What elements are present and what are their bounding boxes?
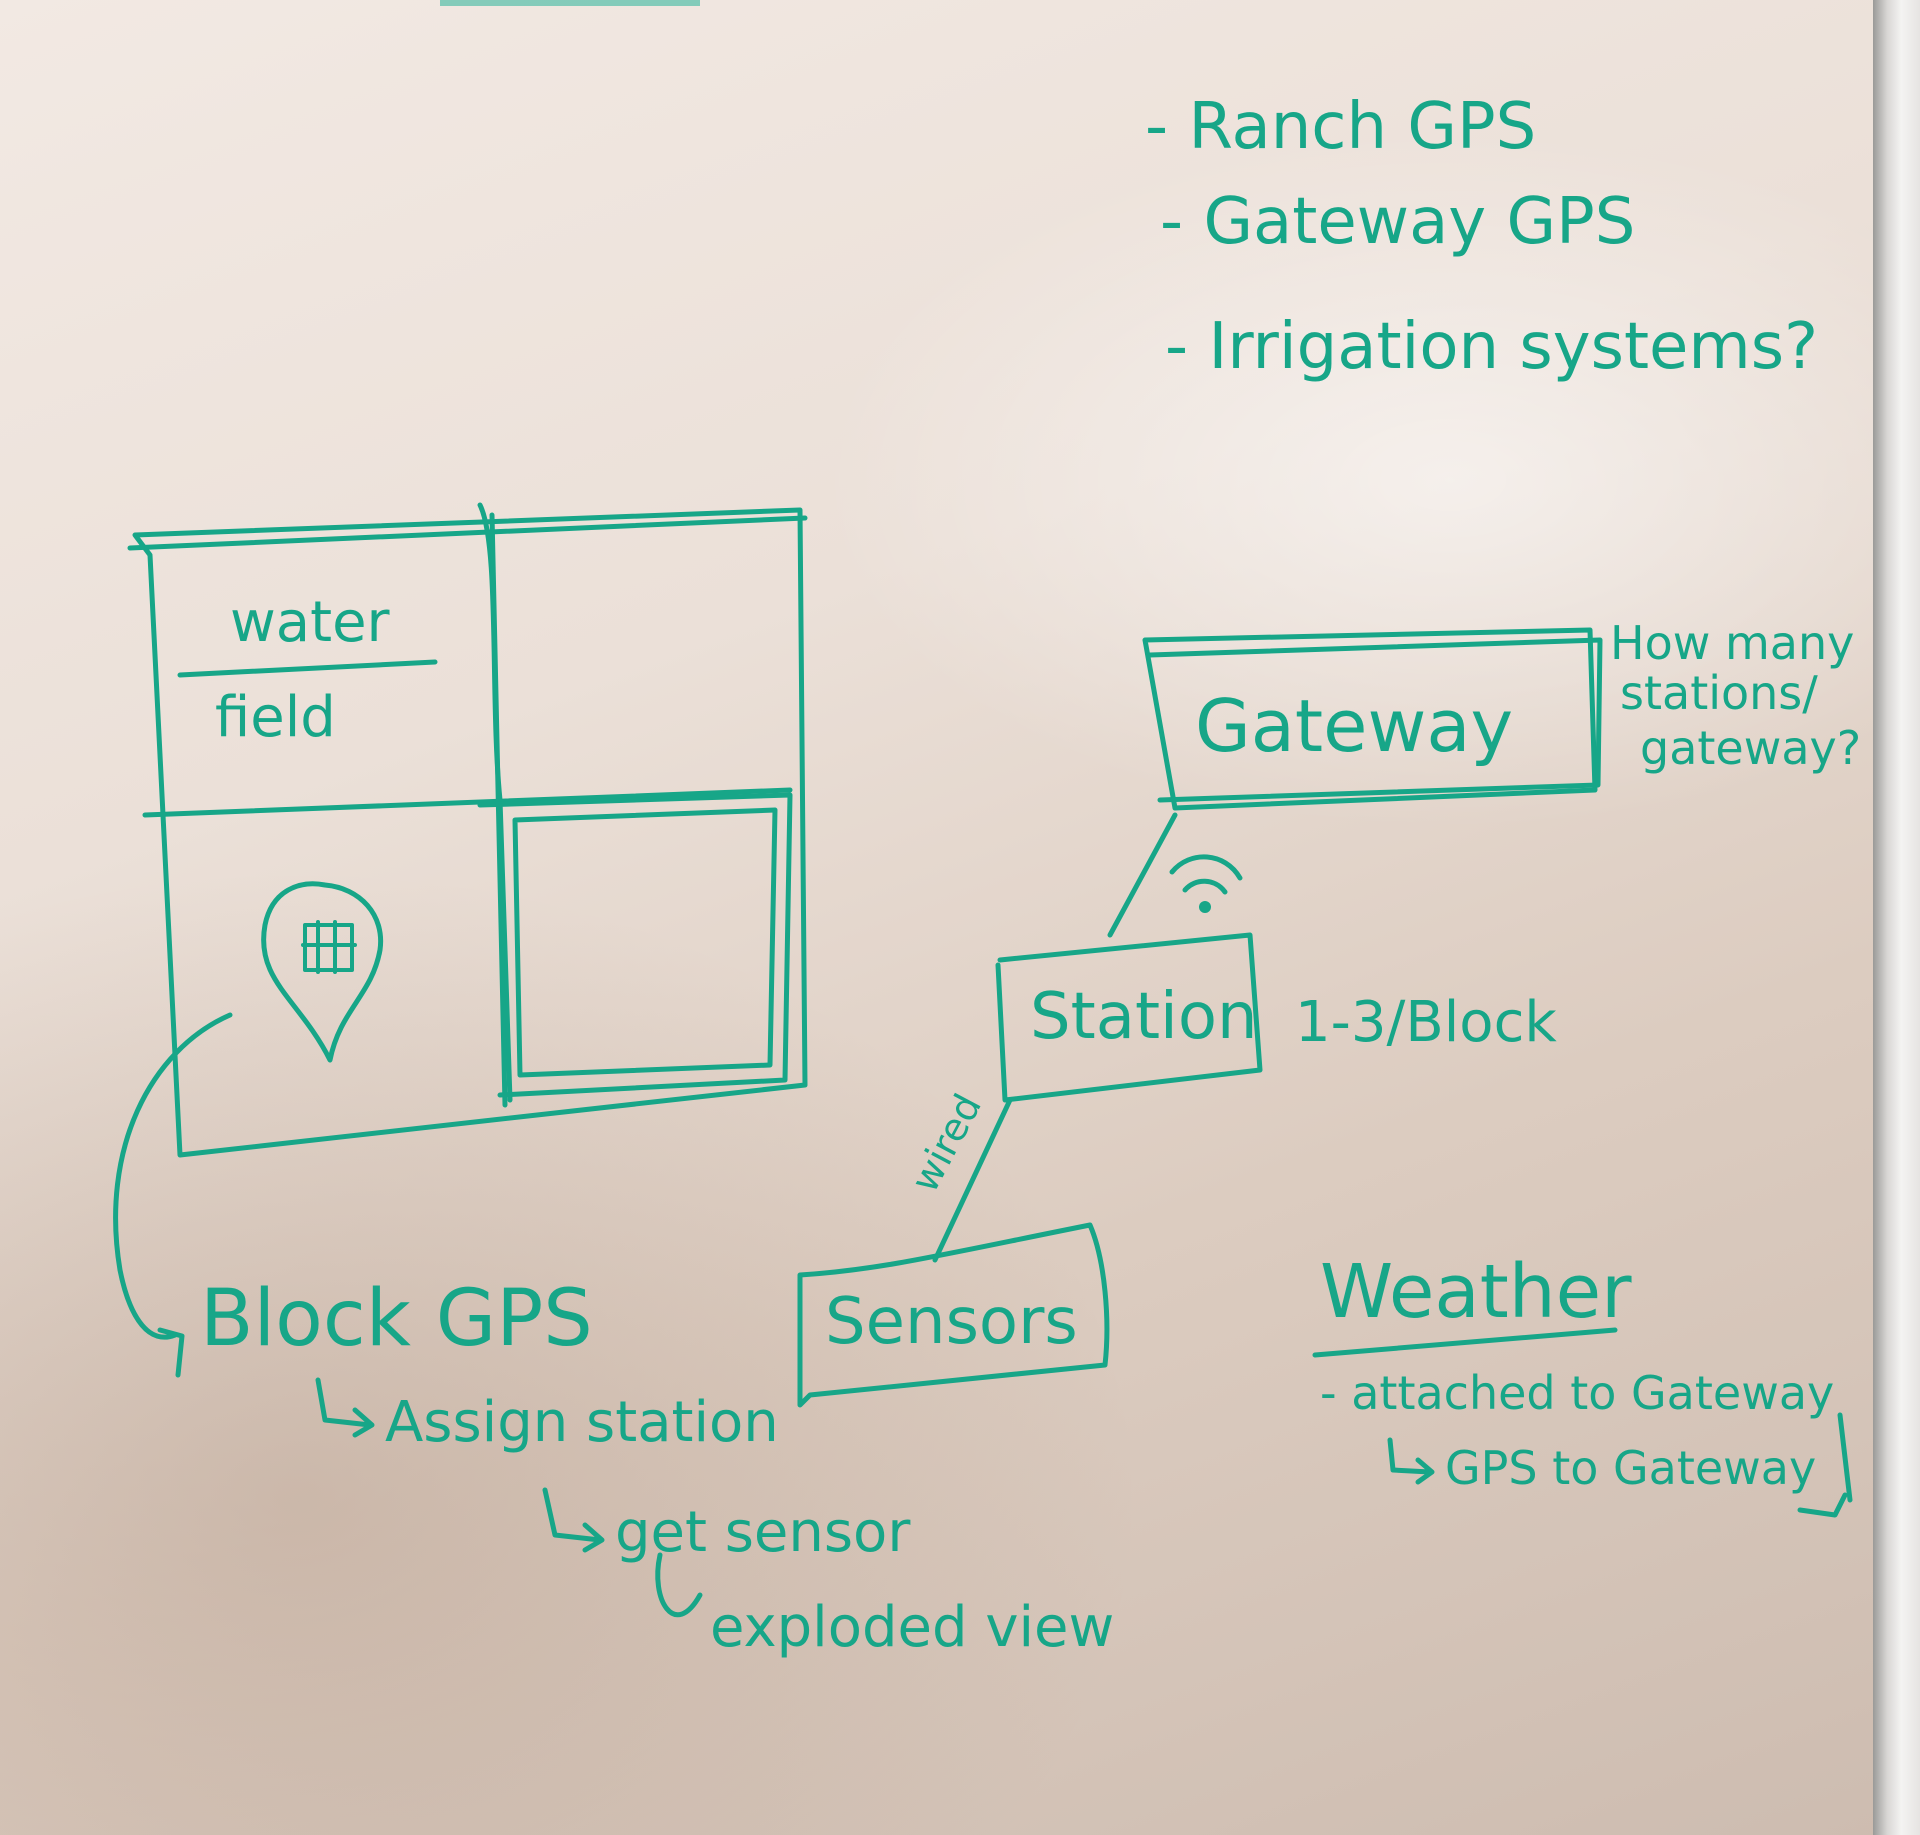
- get-sensor-text: get sensor: [615, 1500, 911, 1565]
- sensors-label: Sensors: [825, 1285, 1078, 1359]
- station-ratio: 1-3/Block: [1295, 990, 1557, 1055]
- location-pin-icon: [261, 881, 384, 1063]
- exploded-arrow: [655, 1552, 703, 1618]
- get-sensor-arrow: [542, 1487, 605, 1553]
- gateway-station-link: [1107, 812, 1178, 938]
- weather-line1: - attached to Gateway: [1320, 1366, 1835, 1420]
- gateway-box: [1142, 627, 1603, 811]
- list-item-gateway-gps: - Gateway GPS: [1160, 185, 1636, 259]
- list-item-irrigation-systems: - Irrigation systems?: [1165, 310, 1819, 384]
- wireless-signal-icon: [1169, 854, 1243, 913]
- gateway-question-line2: stations/: [1620, 666, 1818, 720]
- weather-line2: GPS to Gateway: [1445, 1441, 1817, 1495]
- weather-arrow: [1797, 1412, 1853, 1518]
- gateway-question-line3: gateway?: [1640, 721, 1862, 775]
- assign-arrow: [315, 1377, 375, 1438]
- assign-station-text: Assign station: [385, 1390, 779, 1455]
- sensors-box: [797, 1222, 1110, 1408]
- gateway-label: Gateway: [1195, 684, 1514, 768]
- field-grid: [127, 502, 808, 1158]
- grid-label-field: field: [215, 685, 336, 750]
- weather-title: Weather: [1320, 1249, 1632, 1335]
- station-label: Station: [1030, 980, 1258, 1054]
- block-gps-text: Block GPS: [200, 1274, 593, 1364]
- board-frame-right: [1873, 0, 1920, 1835]
- grid-label-water: water: [230, 590, 390, 655]
- station-sensors-link: [932, 1097, 1013, 1263]
- weather-underline: [1312, 1327, 1618, 1358]
- grid-to-gps-arrow: [113, 1012, 233, 1378]
- list-item-ranch-gps: - Ranch GPS: [1145, 90, 1537, 164]
- weather-gps-arrow: [1387, 1437, 1435, 1485]
- station-box: [995, 932, 1263, 1103]
- gateway-question-line1: How many: [1610, 616, 1855, 670]
- exploded-view-text: exploded view: [710, 1595, 1115, 1660]
- board-top-edge: [440, 0, 700, 6]
